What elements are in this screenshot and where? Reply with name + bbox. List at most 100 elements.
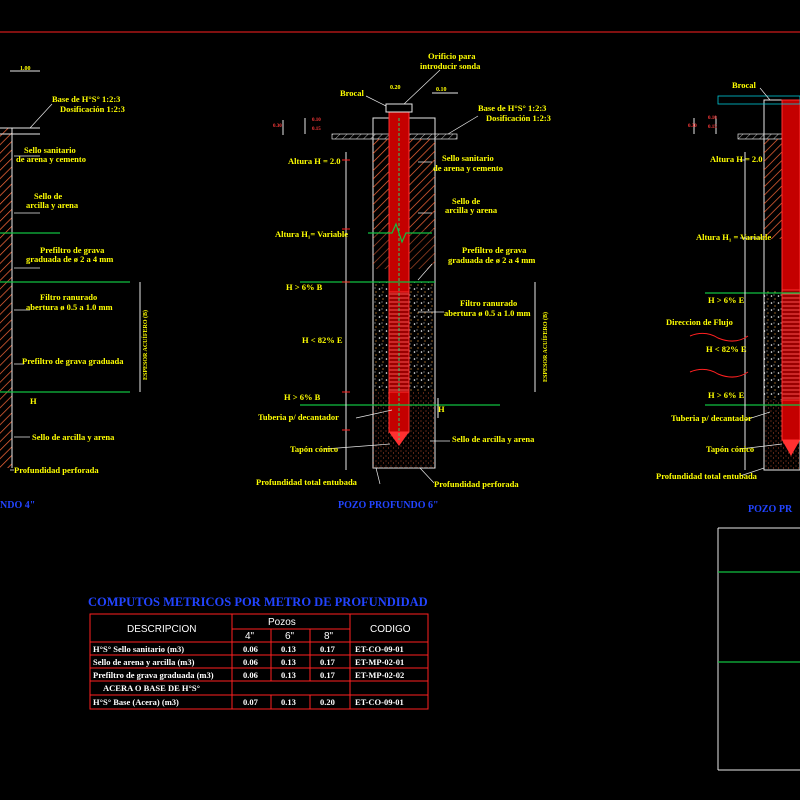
svg-text:ET-MP-02-02: ET-MP-02-02 [355, 670, 404, 680]
well-8-drawing: Brocal 0.30 0.10 0.15 Altura H = 2.0 Alt… [656, 80, 800, 515]
svg-text:0.17: 0.17 [320, 670, 336, 680]
well-6-label-filtro-2: abertura ø 0.5 a 1.0 mm [444, 308, 531, 318]
well-4-label-sello-arcilla-1: Sello de [34, 191, 62, 201]
well-4-dim-text: 1.00 [20, 66, 31, 72]
well-8-label-h6-bottom: H > 6% E [708, 390, 745, 400]
svg-text:0.13: 0.13 [281, 670, 296, 680]
well-6-label-brocal: Brocal [340, 88, 365, 98]
well-6-label-altura-h1: Altura H₁= Variable [275, 229, 348, 239]
svg-text:ET-MP-02-01: ET-MP-02-01 [355, 657, 404, 667]
table-header-pozos: Pozos [268, 617, 296, 628]
well-6-label-sello-2: de arena y cemento [433, 163, 503, 173]
well-8-label-h6-top: H > 6% E [708, 295, 745, 305]
well-8-dim-010: 0.10 [708, 116, 717, 121]
svg-text:0.13: 0.13 [281, 644, 296, 654]
well-8-label-h82: H < 82% E [706, 344, 747, 354]
svg-text:0.13: 0.13 [281, 657, 296, 667]
well-4-label-sello-arcilla-inf: Sello de arcilla y arena [32, 432, 115, 442]
svg-text:0.13: 0.13 [281, 697, 296, 707]
well-4-label-prefiltro-2: graduada de ø 2 a 4 mm [26, 254, 113, 264]
well-8-label-altura-h: Altura H = 2.0 [710, 154, 763, 164]
table-header-codigo: CODIGO [370, 624, 411, 635]
flow-arrow-1 [689, 332, 749, 342]
well-4-label-filtro-1: Filtro ranurado [40, 292, 97, 302]
well-8-label-profundidad-total: Profundidad total entubada [656, 471, 758, 481]
well-6-drawing: ESPESOR ACUÍFERO (B) H 0.20 0.10 0.30 0.… [256, 51, 551, 511]
well-4-aquifer-label: ESPESOR ACUÍFERO (B) [141, 310, 149, 380]
well-6-label-prefiltro-1: Prefiltro de grava [462, 245, 527, 255]
flow-arrow-2 [689, 368, 749, 378]
table-header-6in: 6" [285, 631, 295, 642]
well-8-dim-015: 0.15 [708, 125, 717, 130]
well-6-label-tuberia: Tuberia p/ decantador [258, 412, 339, 422]
well-6-label-orificio-2: introducir sonda [420, 61, 481, 71]
well-6-label-h6-top: H > 6% B [286, 282, 323, 292]
title-block [717, 527, 800, 771]
table-row: H°S° Sello sanitario (m3) 0.06 0.13 0.17… [93, 644, 404, 654]
well-6-label-sello-inf: Sello de arcilla y arena [452, 434, 535, 444]
quantities-table: COMPUTOS METRICOS POR METRO DE PROFUNDID… [88, 595, 429, 710]
svg-text:H°S° Base (Acera) (m3): H°S° Base (Acera) (m3) [93, 697, 179, 707]
well-4-label-sello-1: Sello sanitario [24, 145, 76, 155]
well-6-dim-015: 0.15 [312, 127, 321, 132]
table-header-4in: 4" [245, 631, 255, 642]
well-4-label-prefiltro-grava: Prefiltro de grava graduada [22, 356, 124, 366]
well-8-label-tapon: Tapón cónico [706, 444, 754, 454]
well-4-label-dosificacion: Dosificación 1:2:3 [60, 104, 125, 114]
table-header-8in: 8" [324, 631, 334, 642]
well-4-h-label: H [30, 396, 37, 406]
well-4-label-sello-2: de arena y cemento [16, 154, 86, 164]
well-4-label-sello-arcilla-2: arcilla y arena [26, 200, 79, 210]
well-6-label-prefiltro-2: graduada de ø 2 a 4 mm [448, 255, 535, 265]
well-6-dim-030: 0.30 [273, 124, 282, 129]
well-4-label-base: Base de H°S° 1:2:3 [52, 94, 120, 104]
table-header-descripcion: DESCRIPCION [127, 624, 196, 635]
svg-text:Sello de arena y arcilla (m3): Sello de arena y arcilla (m3) [93, 657, 195, 667]
well-6-label-profundidad-total: Profundidad total entubada [256, 477, 358, 487]
well-8-label-altura-h1: Altura H₁ = Variable [696, 232, 771, 242]
well-8-dim-030: 0.30 [688, 124, 697, 129]
svg-text:0.06: 0.06 [243, 644, 258, 654]
well-8-pipe [781, 99, 800, 291]
svg-text:Prefiltro de grava graduada (m: Prefiltro de grava graduada (m3) [93, 670, 214, 680]
well-6-aquifer-label: ESPESOR ACUÍFERO (B) [541, 312, 549, 382]
well-6-label-filtro-1: Filtro ranurado [460, 298, 517, 308]
svg-text:ET-CO-09-01: ET-CO-09-01 [355, 697, 404, 707]
svg-text:H°S° Sello sanitario (m3): H°S° Sello sanitario (m3) [93, 644, 184, 654]
well-6-label-sello-arcilla-1: Sello de [452, 196, 480, 206]
well-6-dim-orifice: 0.20 [390, 85, 401, 91]
well-8-label-tuberia: Tuberia p/ decantador [671, 413, 752, 423]
svg-text:0.17: 0.17 [320, 657, 336, 667]
well-6-dim-brocal: 0.10 [436, 87, 447, 93]
well-6-break-symbol [368, 222, 432, 244]
well-6-label-orificio-1: Orificio para [428, 51, 476, 61]
well-4-title: NDO 4" [0, 500, 35, 511]
well-4-label-filtro-2: abertura ø 0.5 a 1.0 mm [26, 302, 113, 312]
well-8-label-brocal: Brocal [732, 80, 757, 90]
table-row: H°S° Base (Acera) (m3) 0.07 0.13 0.20 ET… [93, 697, 404, 707]
well-6-screen-filter [388, 291, 410, 393]
well-8-title: POZO PR [748, 504, 793, 515]
table-row: Sello de arena y arcilla (m3) 0.06 0.13 … [93, 657, 404, 667]
well-6-label-tapon: Tapón cónico [290, 444, 338, 454]
well-6-brocal [385, 103, 413, 113]
table-row: Prefiltro de grava graduada (m3) 0.06 0.… [93, 670, 404, 680]
well-8-cyan-outline [717, 95, 800, 105]
table-title: COMPUTOS METRICOS POR METRO DE PROFUNDID… [88, 595, 428, 609]
well-6-dim-010: 0.10 [312, 118, 321, 123]
well-4-wall-hatch [0, 128, 12, 468]
table-subheader: ACERA O BASE DE H°S° [103, 683, 200, 693]
well-6-label-h82: H < 82% E [302, 335, 343, 345]
well-8-label-flujo: Direccion de Flujo [666, 317, 733, 327]
well-4-label-prefiltro-1: Prefiltro de grava [40, 245, 105, 255]
well-6-h-label: H [438, 404, 445, 414]
well-6-title: POZO PROFUNDO 6" [338, 500, 439, 511]
svg-text:ET-CO-09-01: ET-CO-09-01 [355, 644, 404, 654]
well-6-label-sello-arcilla-2: arcilla y arena [445, 205, 498, 215]
well-4-label-profundidad: Profundidad perforada [14, 465, 99, 475]
well-6-label-sello-1: Sello sanitario [442, 153, 494, 163]
well-6-label-dosificacion: Dosificación 1:2:3 [486, 113, 551, 123]
svg-text:0.17: 0.17 [320, 644, 336, 654]
well-6-label-profundidad: Profundidad perforada [434, 479, 519, 489]
svg-text:0.06: 0.06 [243, 657, 258, 667]
